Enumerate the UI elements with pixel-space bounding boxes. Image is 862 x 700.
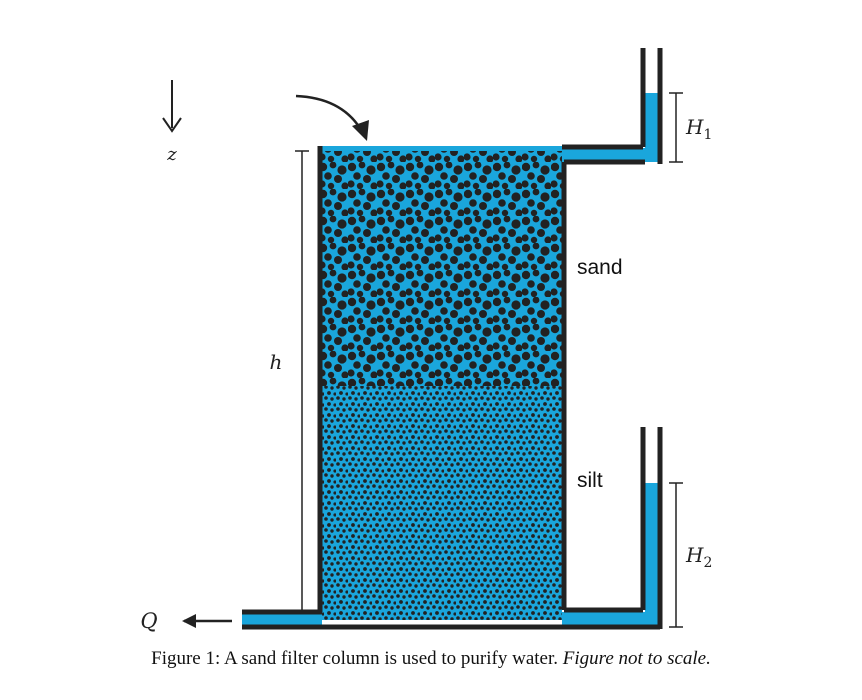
caption-note: Figure not to scale. bbox=[562, 648, 711, 669]
h-label: h bbox=[270, 350, 283, 374]
z-axis-arrow bbox=[162, 80, 182, 133]
column-walls bbox=[242, 48, 663, 630]
silt-label: silt bbox=[577, 469, 603, 492]
upper-pipe-water bbox=[562, 148, 658, 162]
curved-arrow-icon bbox=[295, 94, 366, 136]
H1-dimension bbox=[669, 92, 683, 163]
figure-caption: Figure 1: A sand filter column is used t… bbox=[0, 648, 862, 670]
sand-label: sand bbox=[577, 256, 623, 279]
top-water bbox=[322, 146, 562, 151]
z-label: z bbox=[166, 144, 177, 165]
caption-text: A sand filter column is used to purify w… bbox=[223, 648, 558, 669]
H2-dimension bbox=[669, 482, 683, 628]
upper-manometer-water bbox=[645, 93, 658, 162]
caption-prefix: Figure 1: bbox=[151, 648, 221, 669]
lower-pipe-water bbox=[562, 612, 658, 625]
outflow-arrow bbox=[182, 614, 232, 628]
height-dimension bbox=[295, 150, 309, 625]
outlet-pipe-water bbox=[242, 612, 322, 625]
H1-label: H1 bbox=[685, 115, 712, 143]
H2-label: H2 bbox=[685, 543, 712, 571]
Q-label: Q bbox=[140, 609, 157, 633]
inflow-arrow bbox=[295, 94, 369, 141]
lower-manometer-water bbox=[645, 483, 658, 625]
